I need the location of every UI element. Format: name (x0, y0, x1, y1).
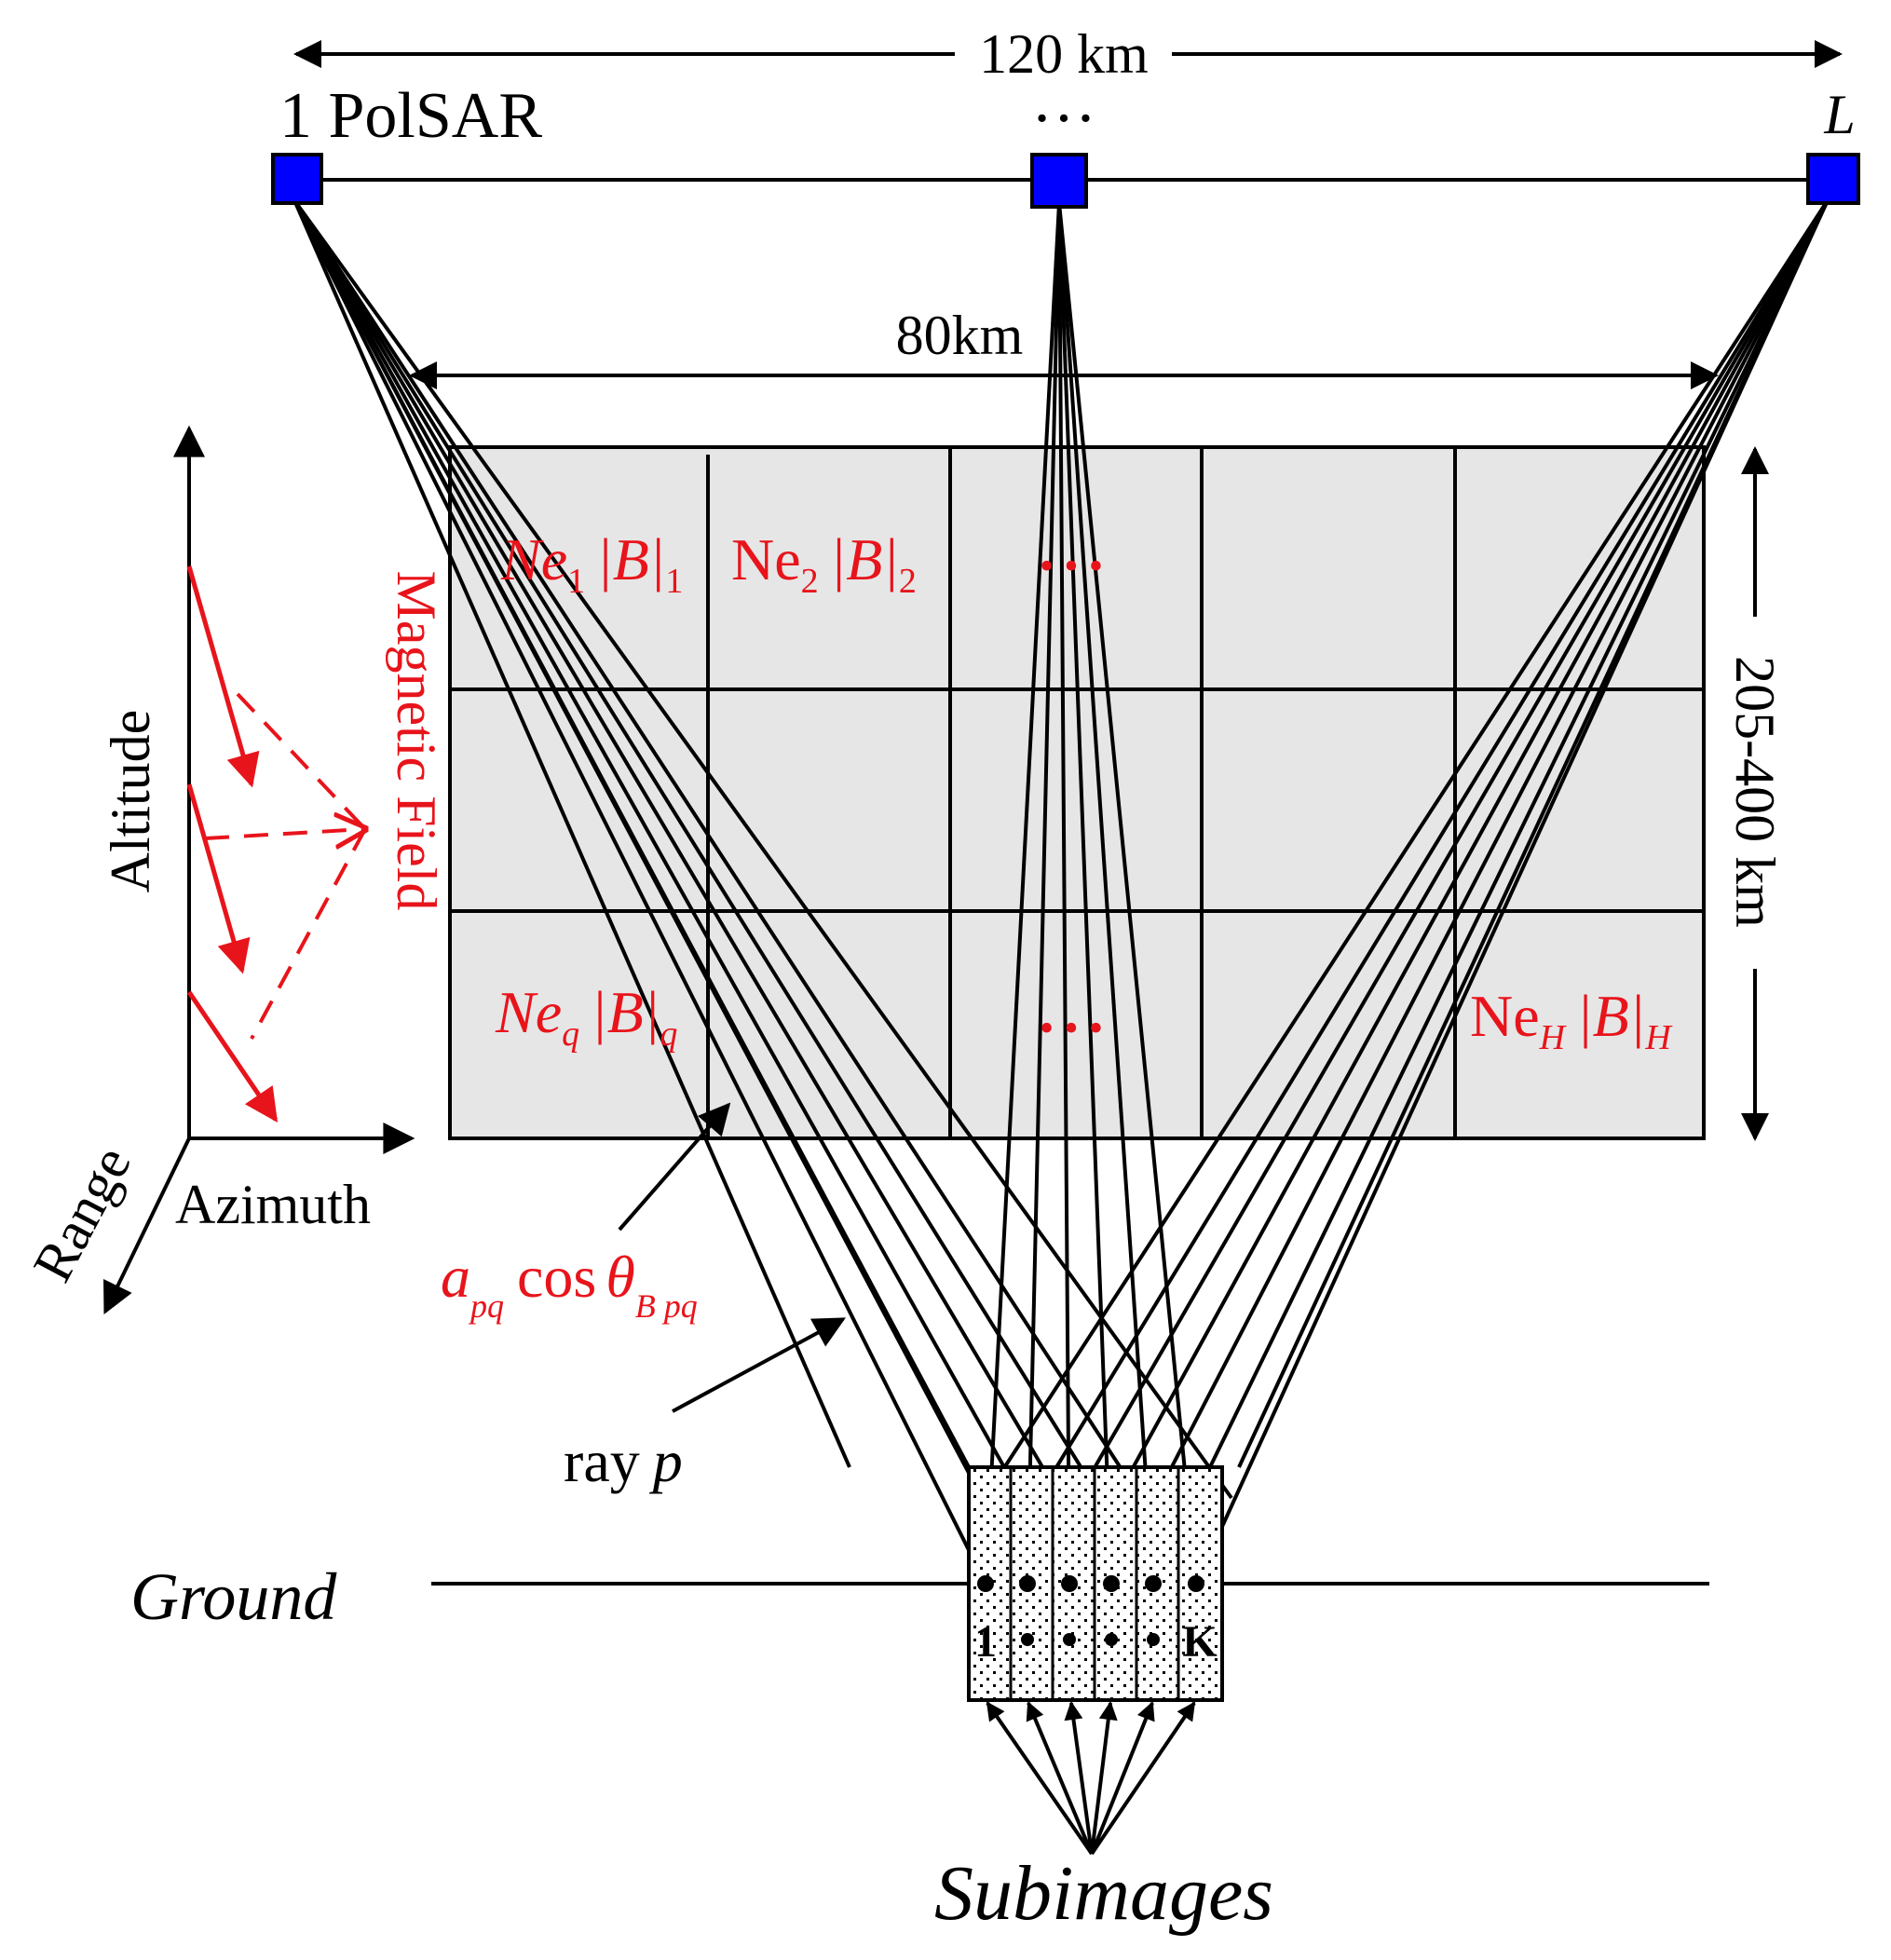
cell-label-q: Neq|B|q (495, 979, 677, 1054)
subimage-first-label: 1 (974, 1617, 997, 1667)
sensor-square-icon (1806, 153, 1860, 205)
subimage-last-label: K (1182, 1617, 1217, 1667)
ray-right-3 (1068, 199, 1830, 1585)
baseline-dimension: 120 km (293, 23, 1843, 85)
ray-left-5 (292, 198, 1155, 1586)
cell-dots-top: • • • (1040, 543, 1103, 589)
ray-right-4 (1109, 199, 1830, 1585)
height-label: 205-400 km (1724, 656, 1786, 928)
sensor-square-icon (1030, 153, 1088, 209)
ray-pointer (672, 1317, 846, 1413)
satellite-baseline (271, 153, 1860, 209)
swath-label: 80km (896, 305, 1024, 366)
subimages-arrows (986, 1701, 1196, 1856)
sensor-square-icon (271, 153, 323, 205)
baseline-label: 120 km (979, 23, 1149, 85)
cell-label-H: NeH|B|H (1470, 983, 1673, 1057)
ray-left-7 (292, 198, 1233, 1500)
magnetic-field-arrows: Magnetic Field (186, 565, 447, 1123)
ray-center-5 (1057, 202, 1155, 1585)
cell-label-2: Ne2|B|2 (731, 526, 917, 601)
ray-right-2 (1026, 198, 1830, 1586)
ray-right-5 (1151, 199, 1830, 1585)
cell-dots-bottom: • • • (1040, 1005, 1103, 1051)
ray-left-6 (292, 198, 1198, 1586)
coordinate-axes: Altitude Azimuth Range (21, 425, 415, 1315)
subimage-block: 1 K (967, 1465, 1224, 1702)
ray-center-1 (984, 202, 1061, 1585)
ray-left-3 (292, 199, 1071, 1585)
subimages-label: Subimages (934, 1850, 1273, 1937)
ground-label: Ground (130, 1559, 337, 1634)
ray-left-4 (292, 198, 1113, 1586)
ionosphere-grid (448, 445, 1706, 1140)
ray-center-6 (1057, 202, 1198, 1585)
ray-center-4 (1057, 202, 1113, 1585)
height-dimension: 205-400 km (1724, 446, 1786, 1141)
ray-left-1 (292, 199, 987, 1585)
ray-left-9 (292, 199, 851, 1468)
ray-right-8 (983, 198, 1830, 1500)
magnetic-field-label: Magnetic Field (386, 571, 447, 911)
axis-altitude-label: Altitude (100, 710, 161, 893)
grid-background (448, 445, 1706, 1140)
sensor-last-label: L (1823, 84, 1855, 145)
rays (292, 198, 1830, 1586)
ray-right-1 (984, 198, 1830, 1586)
ray-left-8 (292, 199, 971, 1468)
sensor-first-label: 1 PolSAR (279, 80, 542, 152)
sensor-dots-label: … (1031, 64, 1096, 136)
axis-azimuth-label: Azimuth (175, 1174, 371, 1235)
cell-label-1: Ne1|B|1 (500, 526, 683, 601)
swath-dimension: 80km (409, 305, 1719, 389)
formula-pointer (618, 1102, 731, 1232)
ray-center-3 (1057, 202, 1071, 1585)
ray-center-2 (1026, 202, 1061, 1585)
ray-right-7 (1237, 199, 1830, 1468)
